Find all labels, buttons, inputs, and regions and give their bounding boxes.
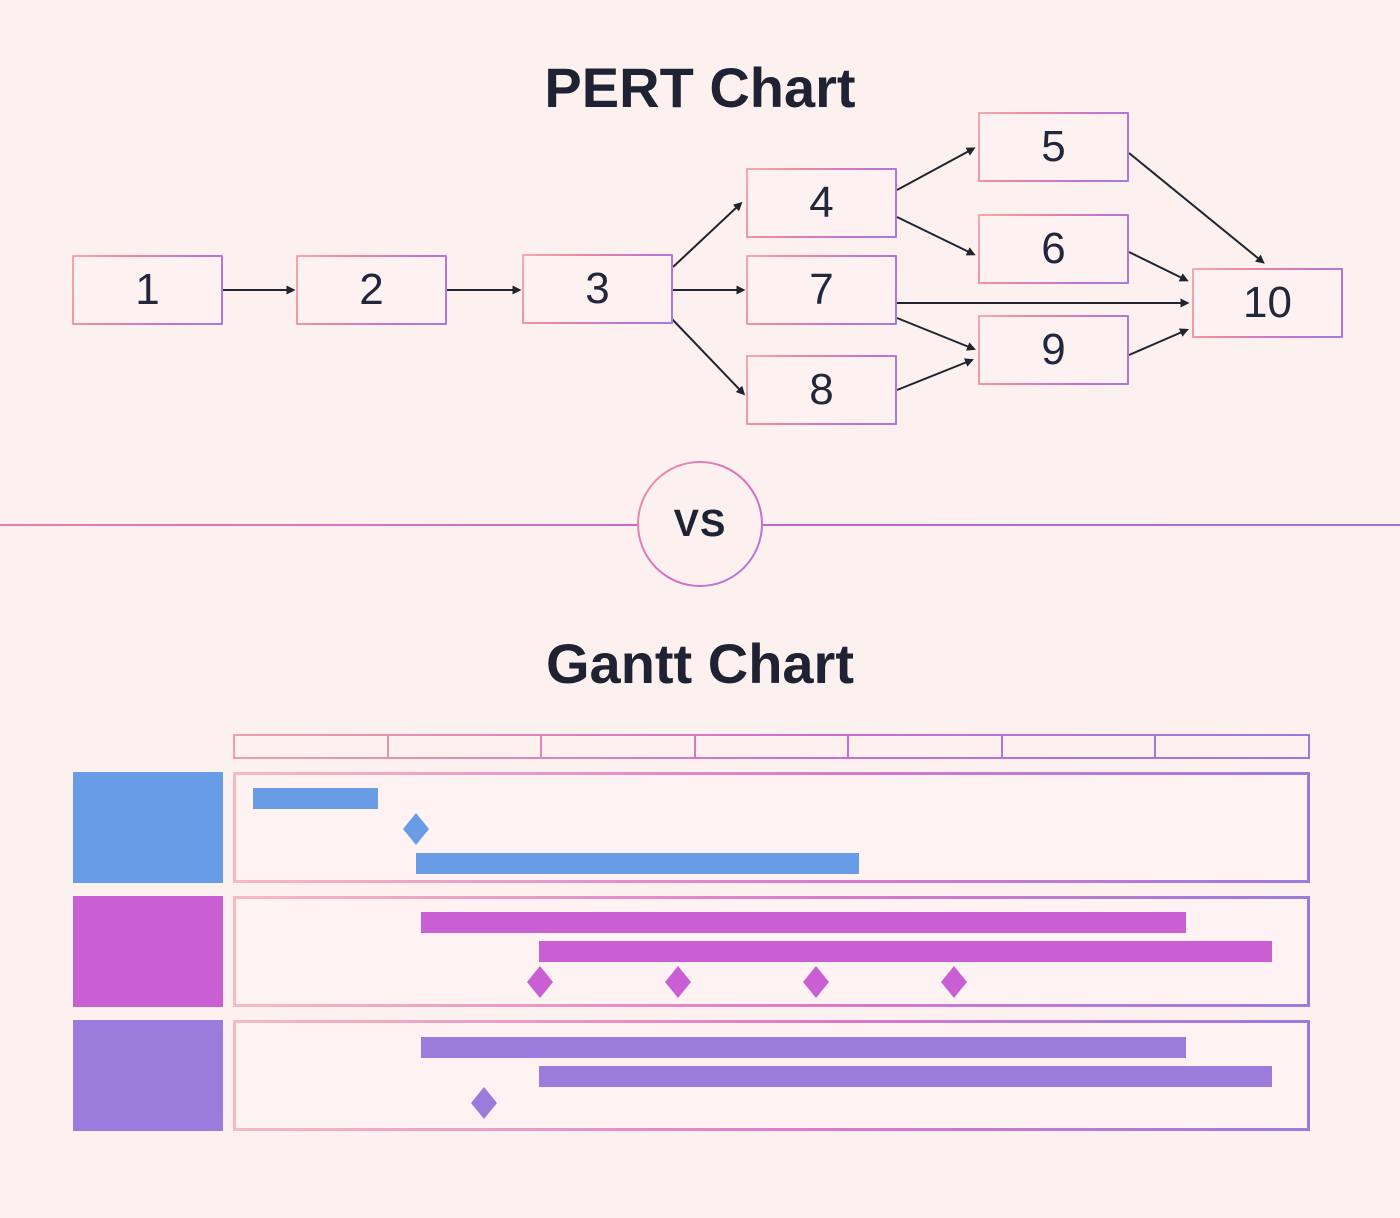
pert-node-label: 9 — [1041, 325, 1066, 374]
pert-edge-8-9 — [896, 358, 974, 391]
vs-badge-label: VS — [673, 502, 727, 545]
timeline-cell — [388, 736, 541, 757]
gantt-bar — [421, 1037, 1186, 1058]
pert-node-9: 9 — [978, 315, 1129, 385]
pert-node-label: 7 — [809, 265, 834, 314]
pert-node-label: 1 — [135, 265, 160, 314]
gantt-bar — [416, 853, 859, 874]
pert-node-label: 6 — [1041, 224, 1066, 273]
pert-node-10: 10 — [1192, 268, 1343, 338]
pert-chart-title: PERT Chart — [544, 56, 856, 119]
task-group-2-label-swatch — [73, 896, 223, 1007]
pert-node-label: 8 — [809, 365, 834, 414]
gantt-bar — [421, 912, 1186, 933]
task-group-3-label-swatch — [73, 1020, 223, 1131]
gantt-bar — [253, 788, 378, 809]
pert-node-6: 6 — [978, 214, 1129, 284]
pert-node-label: 10 — [1243, 278, 1292, 327]
pert-edge-4-6 — [896, 216, 976, 256]
pert-edge-5-10 — [1128, 152, 1265, 264]
timeline-cell — [542, 736, 694, 757]
task-group-1-label-swatch — [73, 772, 223, 883]
pert-node-5: 5 — [978, 112, 1129, 182]
pert-edge-3-4 — [672, 201, 743, 268]
pert-node-8: 8 — [746, 355, 897, 425]
gantt-chart-title: Gantt Chart — [546, 632, 854, 695]
pert-node-label: 2 — [359, 265, 384, 314]
pert-node-label: 3 — [585, 264, 610, 313]
pert-node-1: 1 — [72, 255, 223, 325]
timeline-cell — [1002, 736, 1155, 757]
pert-node-label: 5 — [1041, 122, 1066, 171]
pert-edge-6-10 — [1128, 251, 1189, 282]
timeline-cell — [235, 736, 387, 757]
pert-node-2: 2 — [296, 255, 447, 325]
pert-edge-9-10 — [1128, 328, 1189, 356]
pert-edges-svg — [223, 147, 1265, 396]
gantt-bar — [539, 941, 1272, 962]
timeline-cell — [1156, 736, 1309, 757]
gantt-bar — [539, 1066, 1272, 1087]
pert-edge-4-5 — [896, 147, 976, 191]
pert-node-3: 3 — [522, 254, 673, 324]
pert-edge-7-9 — [896, 317, 976, 351]
pert-node-label: 4 — [809, 178, 834, 227]
pert-node-4: 4 — [746, 168, 897, 238]
timeline-cell — [695, 736, 848, 757]
pert-edge-3-8 — [671, 318, 746, 396]
timeline-cell — [849, 736, 1001, 757]
gantt-timeline-header — [233, 734, 1310, 759]
pert-node-7: 7 — [746, 255, 897, 325]
vs-badge: VS — [637, 461, 763, 587]
